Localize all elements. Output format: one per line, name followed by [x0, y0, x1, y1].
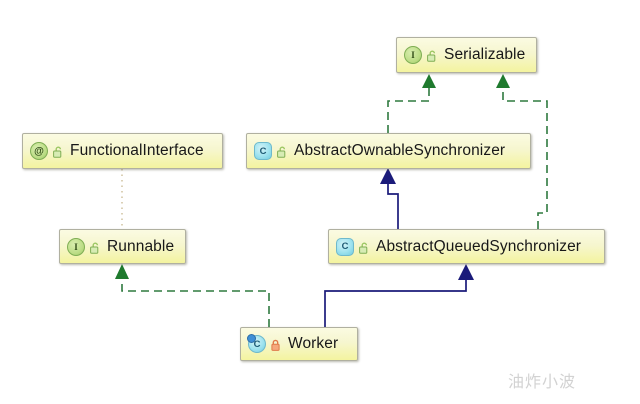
annotation-icon: [30, 142, 48, 160]
lock-open-icon: [359, 241, 370, 254]
inner-class-icon: [247, 334, 266, 353]
node-serializable[interactable]: Serializable: [396, 37, 537, 73]
class-icon: [254, 142, 272, 160]
edge-aqs-implements-serializable: [496, 74, 548, 229]
lock-open-icon: [427, 49, 438, 62]
node-label: Serializable: [444, 46, 526, 64]
interface-icon: [404, 46, 422, 64]
lock-closed-icon: [271, 338, 282, 351]
node-abstract-ownable-synchronizer[interactable]: AbstractOwnableSynchronizer: [246, 133, 531, 169]
lock-open-icon: [53, 145, 64, 158]
node-worker[interactable]: Worker: [240, 327, 358, 361]
node-abstract-queued-synchronizer[interactable]: AbstractQueuedSynchronizer: [328, 229, 605, 264]
node-label: Worker: [288, 335, 339, 353]
lock-open-icon: [277, 145, 288, 158]
node-label: AbstractQueuedSynchronizer: [376, 237, 582, 255]
edge-aqs-extends-aos: [380, 168, 399, 229]
node-label: Runnable: [107, 237, 175, 255]
edge-worker-implements-runnable: [115, 264, 270, 327]
interface-icon: [67, 237, 85, 256]
lock-open-icon: [90, 241, 101, 254]
node-functional-interface[interactable]: FunctionalInterface: [22, 133, 223, 169]
edge-worker-extends-aqs: [324, 264, 474, 327]
node-label: FunctionalInterface: [70, 142, 204, 160]
node-label: AbstractOwnableSynchronizer: [294, 142, 506, 160]
watermark: 油炸小波: [508, 374, 577, 391]
class-icon: [336, 237, 354, 256]
edge-aos-implements-serializable: [387, 74, 436, 133]
node-runnable[interactable]: Runnable: [59, 229, 186, 264]
